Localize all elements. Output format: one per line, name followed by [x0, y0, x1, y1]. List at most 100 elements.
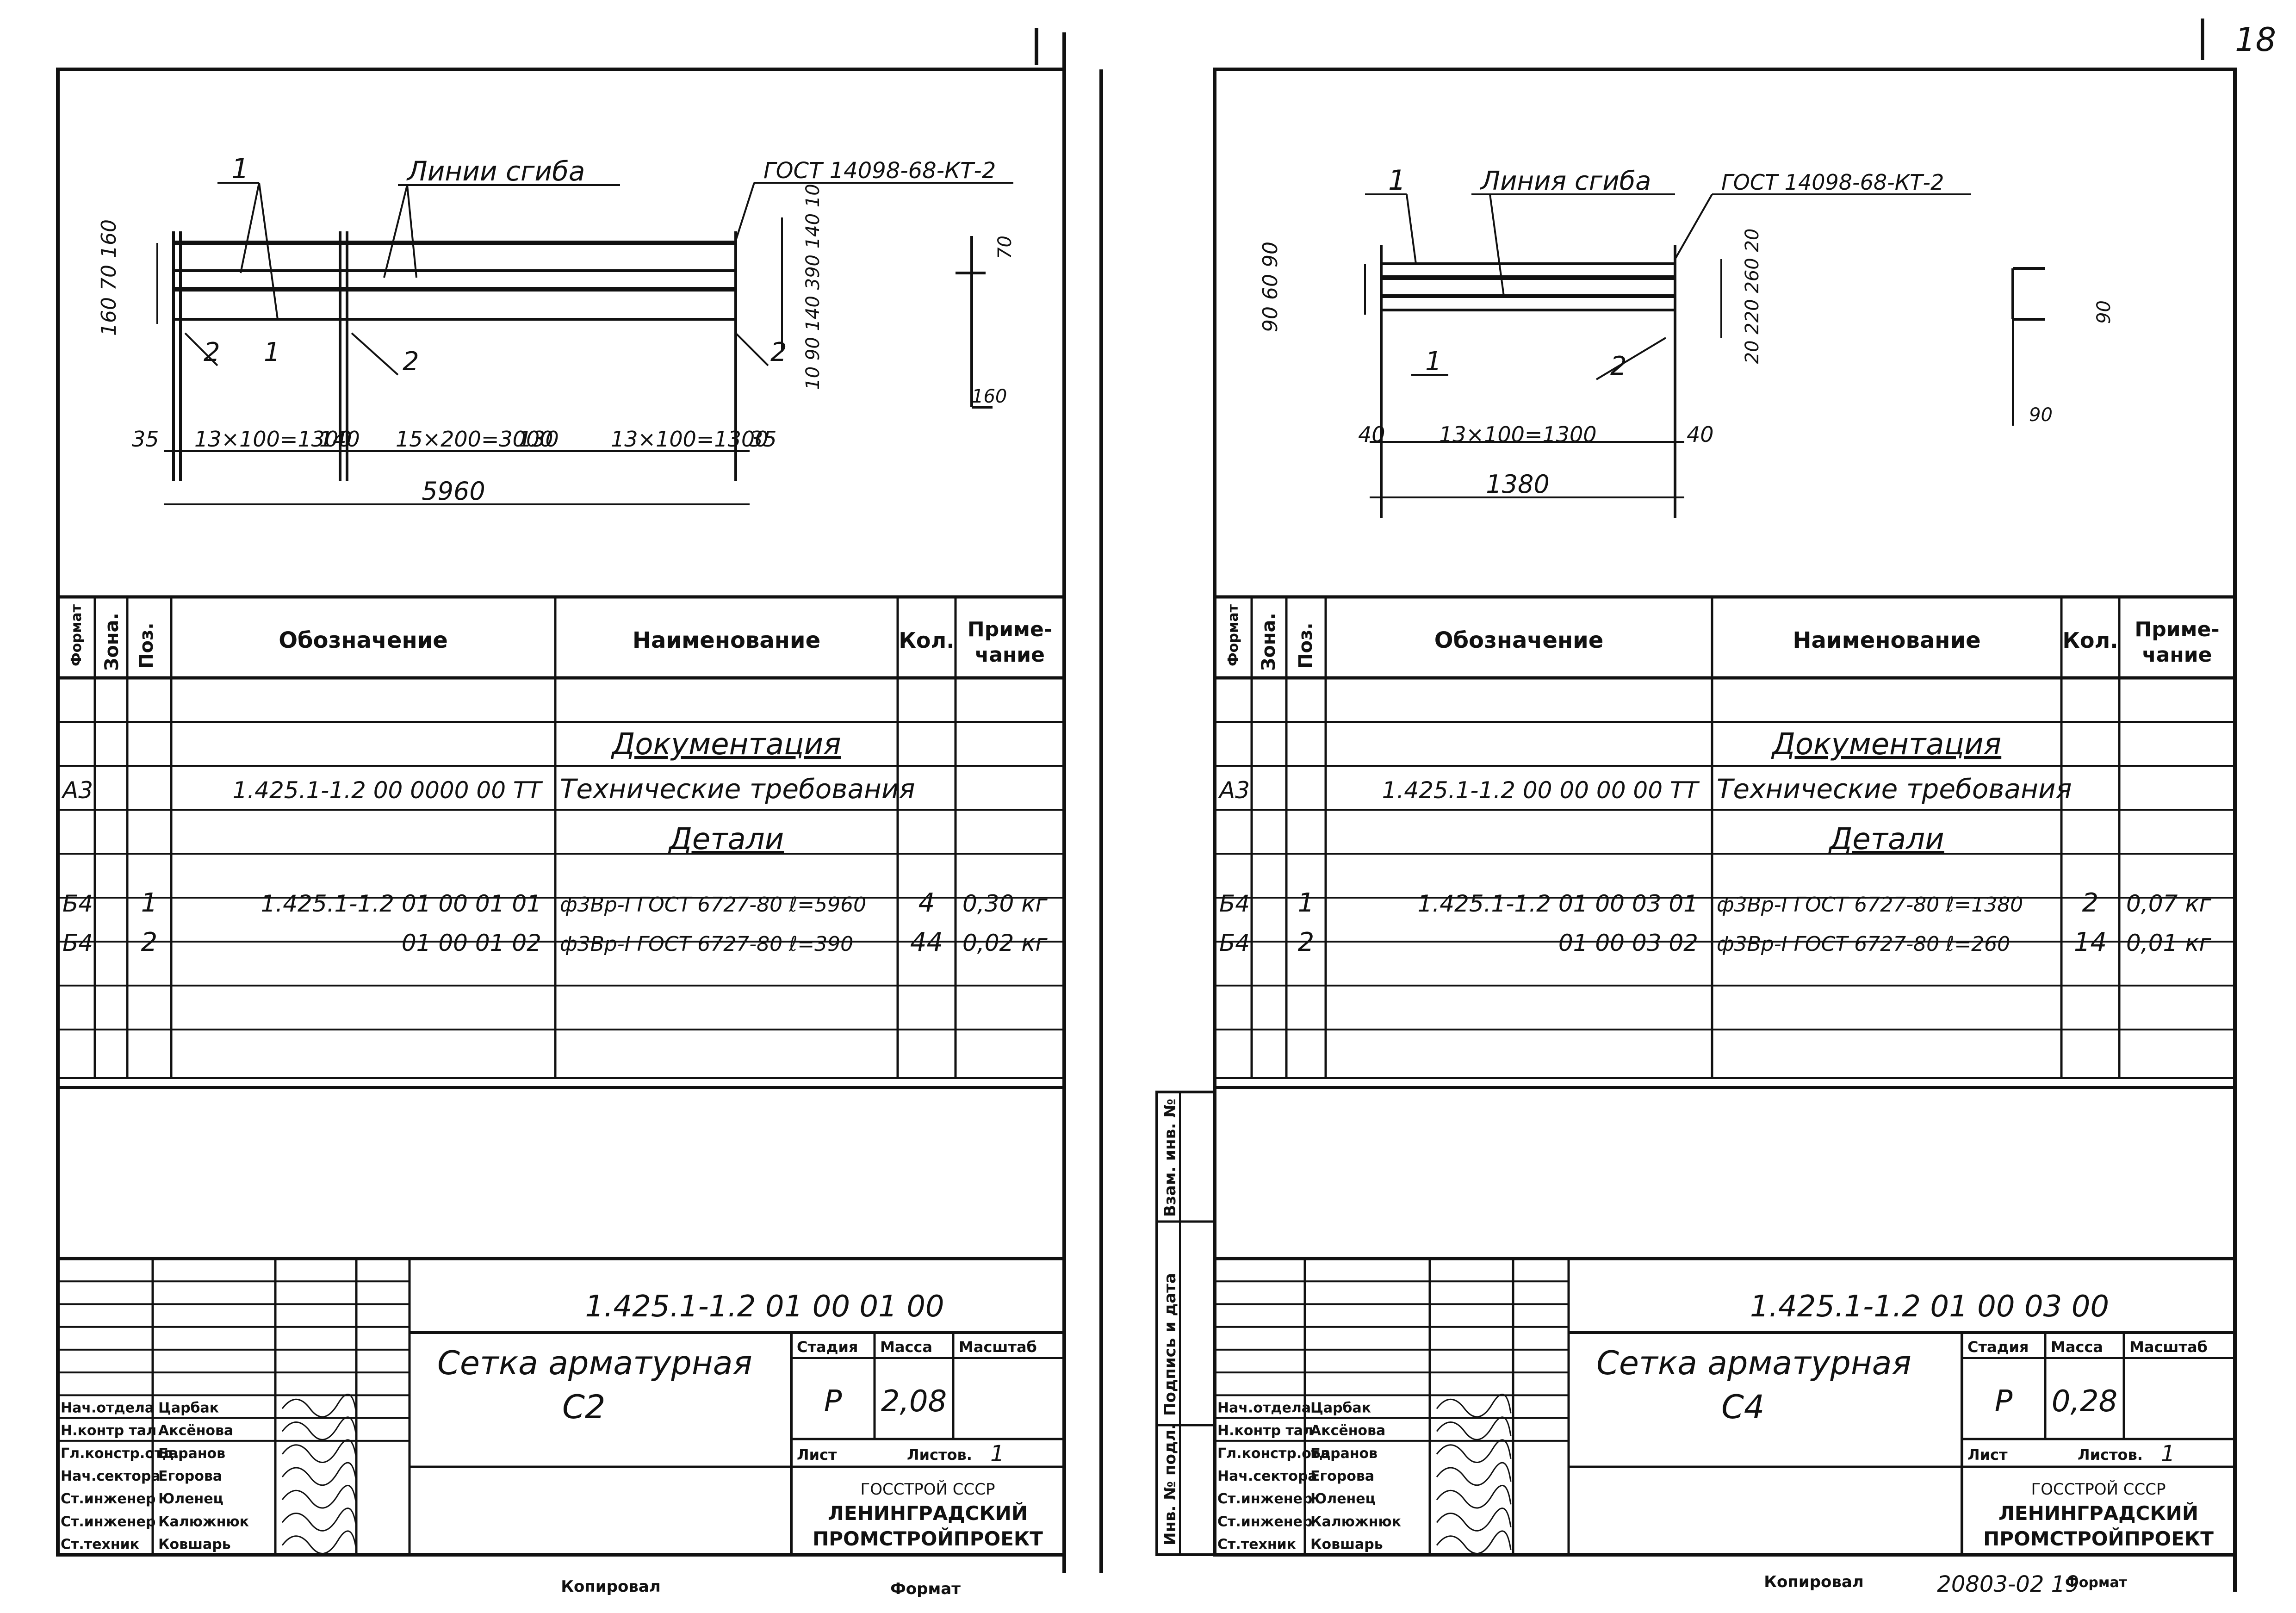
section-heading: Документация	[1771, 727, 2001, 762]
bend-line-label: Линии сгиба	[406, 155, 585, 187]
leader-line	[406, 185, 417, 278]
header-designation: Обозначение	[1434, 627, 1604, 653]
header-name: Наименование	[633, 627, 820, 653]
table-row: Б4 1 1.425.1-1.2 01 00 01 01 ф3Вр-I ГОСТ 67…	[62, 888, 1048, 918]
personnel-role: Нач.сектора	[61, 1468, 161, 1484]
header-note: Приме-	[2135, 618, 2219, 641]
personnel-name: Юленец	[158, 1491, 223, 1507]
personnel-role: Нач.сектора	[1217, 1468, 1317, 1484]
cell-note: 0,01 кг	[2126, 930, 2211, 956]
organization-line: ПРОМСТРОЙПРОЕКТ	[1983, 1527, 2214, 1550]
sheet-label: Лист	[1967, 1446, 2008, 1464]
sheet-frame	[1213, 68, 2237, 1557]
cell-quantity: 44	[910, 927, 943, 957]
personnel-role: Н.контр тал	[1217, 1423, 1313, 1439]
signature-mark	[281, 1462, 357, 1486]
leader-line	[240, 182, 260, 273]
header-format: Формат	[68, 604, 85, 666]
side-stamp-label: Инв. № подл.	[1161, 1424, 1179, 1545]
side-stamp-label: Взам. инв. №	[1161, 1098, 1179, 1217]
section-heading: Детали	[668, 822, 784, 856]
sheets-count: 1	[990, 1441, 1005, 1467]
total-length: 5960	[422, 477, 485, 506]
cell-name: Технические требования	[1717, 773, 2072, 805]
span-dimension: 140	[319, 427, 360, 452]
table-row: Документация	[1771, 727, 2001, 762]
leader-line	[1406, 194, 1417, 264]
signature-mark	[1436, 1394, 1512, 1418]
cell-position: 2	[1298, 927, 1315, 957]
personnel-name: Егорова	[158, 1468, 222, 1484]
personnel-role: Нач.отдела	[1217, 1400, 1311, 1416]
header-quantity: Кол.	[2062, 628, 2118, 653]
sheets-count: 1	[2161, 1441, 2175, 1467]
position-label: 2	[403, 347, 419, 377]
personnel-role: Гл.констр.отд.	[61, 1445, 179, 1462]
section-heading: Документация	[610, 727, 841, 762]
personnel-name: Аксёнова	[158, 1423, 233, 1439]
cell-quantity: 14	[2074, 927, 2107, 957]
header-designation: Обозначение	[279, 627, 448, 653]
footer-format-label: Формат	[2065, 1575, 2128, 1591]
cell-note: 0,02 кг	[962, 930, 1048, 956]
mass-value: 2,08	[881, 1384, 947, 1419]
signature-mark	[1436, 1439, 1512, 1463]
mass-label: Масса	[880, 1338, 932, 1356]
personnel-name: Юленец	[1310, 1491, 1376, 1507]
leader-line	[1674, 194, 1713, 260]
cell-name: ф3Вр-I ГОСТ 6727-80 ℓ=5960	[560, 893, 866, 917]
header-name: Наименование	[1793, 627, 1980, 653]
span-dimension: 13×100=1300	[194, 427, 352, 452]
dim-label: 90	[2093, 300, 2115, 324]
leader-line	[351, 332, 399, 376]
personnel-name: Баранов	[1310, 1445, 1378, 1462]
leader-line	[258, 182, 279, 320]
sheets-label: Листов.	[2078, 1446, 2143, 1464]
personnel-role: Гл.констр.отд.	[1217, 1445, 1336, 1462]
span-dimension: 40	[1687, 422, 1714, 447]
sheet-label: Лист	[797, 1446, 837, 1464]
archive-code: 20803-02 19	[1937, 1571, 2079, 1597]
document-title: Сетка арматурная	[1596, 1344, 1911, 1382]
cell-format: Б4	[62, 890, 93, 917]
signature-mark	[1436, 1462, 1512, 1486]
side-stamp-label: Подпись и дата	[1161, 1273, 1179, 1416]
document-title-mark: С2	[562, 1388, 605, 1426]
signature-mark	[281, 1530, 357, 1554]
cell-name: ф3Вр-I ГОСТ 6727-80 ℓ=390	[560, 932, 853, 956]
organization-line: ГОССТРОЙ СССР	[861, 1480, 995, 1499]
cell-name: ф3Вр-I ГОСТ 6727-80 ℓ=1380	[1717, 893, 2023, 917]
signature-mark	[281, 1508, 357, 1532]
personnel-role: Ст.техник	[1217, 1537, 1296, 1553]
span-dimension: 13×100=1300	[1439, 422, 1597, 447]
stage-label: Стадия	[1967, 1338, 2029, 1356]
signature-mark	[1436, 1485, 1512, 1509]
cell-note: 0,30 кг	[962, 890, 1048, 917]
leader-line	[184, 332, 218, 366]
cell-position: 1	[141, 888, 158, 918]
cell-designation: 1.425.1-1.2 01 00 01 01	[261, 890, 541, 917]
signature-mark	[281, 1439, 357, 1463]
header-quantity: Кол.	[899, 628, 954, 653]
cell-name: ф3Вр-I ГОСТ 6727-80 ℓ=260	[1717, 932, 2010, 956]
sheet-frame	[56, 68, 1066, 1557]
footer-copied-label: Копировал	[1764, 1573, 1864, 1591]
position-label: 1	[1425, 347, 1442, 377]
personnel-role: Ст.инженер	[61, 1514, 155, 1530]
gost-label: ГОСТ 14098-68-КТ-2	[1721, 170, 1944, 195]
organization-line: ЛЕНИНГРАДСКИЙ	[1998, 1501, 2198, 1525]
signature-mark	[1436, 1508, 1512, 1532]
personnel-role: Н.контр тал	[61, 1423, 156, 1439]
total-length: 1380	[1486, 470, 1549, 499]
cell-designation: 1.425.1-1.2 01 00 03 01	[1418, 890, 1698, 917]
leader-line	[1489, 194, 1505, 297]
stage-value: Р	[824, 1384, 842, 1419]
